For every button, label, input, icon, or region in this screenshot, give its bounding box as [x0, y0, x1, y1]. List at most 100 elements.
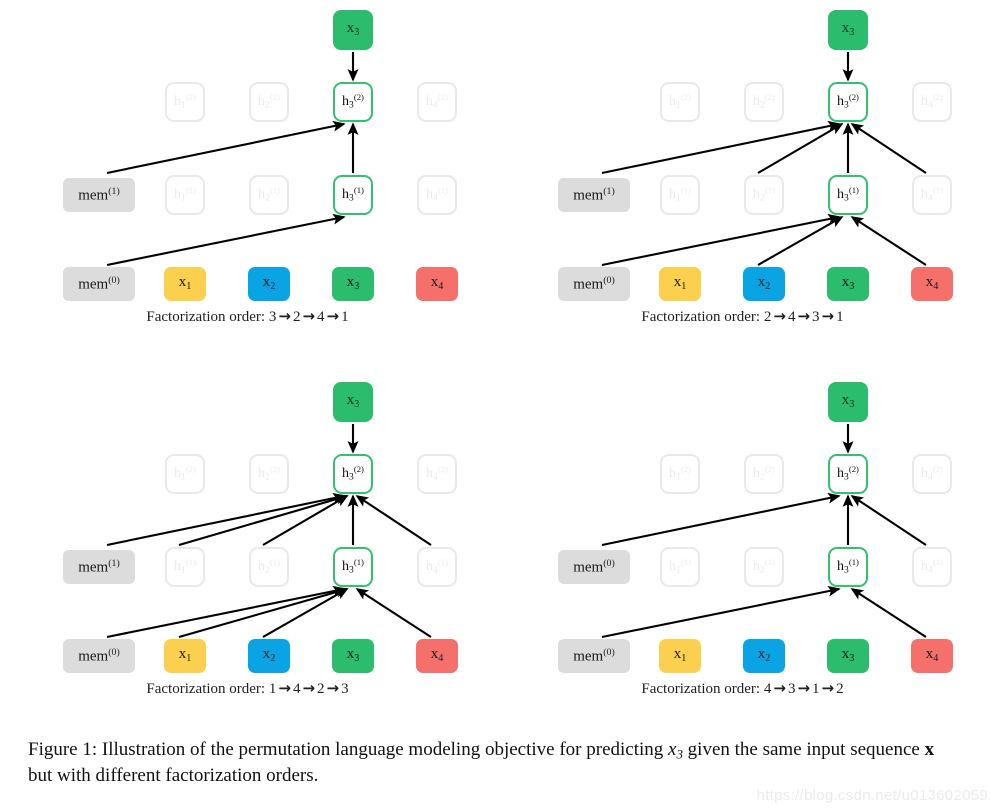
output-node-x3-label: x3	[841, 392, 855, 411]
memory-node-lower-label: mem(0)	[78, 646, 120, 665]
arrow-canvas	[106, 52, 359, 267]
hidden-node-layer1-2-label: h2(1)	[753, 184, 775, 204]
attention-arrow	[757, 123, 844, 174]
caption-prefix: Figure 1: Illustration of the permutatio…	[28, 739, 669, 760]
attention-arrow	[850, 123, 927, 174]
attention-arrow	[106, 213, 346, 267]
token-node-x3: x3	[827, 639, 869, 673]
token-node-x2-label: x2	[757, 646, 771, 665]
hidden-node-layer1-3-label: h3(1)	[342, 556, 364, 576]
hidden-node-layer1-3: h3(1)	[828, 547, 868, 587]
order-step-1: 4	[763, 681, 772, 697]
hidden-node-layer1-4: h4(1)	[912, 547, 952, 587]
order-label: Factorization order:	[146, 309, 266, 325]
hidden-node-layer1-2: h2(1)	[744, 547, 784, 587]
token-node-x1: x1	[659, 639, 701, 673]
hidden-node-layer2-2: h2(2)	[744, 82, 784, 122]
order-step-2: 3	[787, 681, 796, 697]
order-arrow-icon: →	[278, 679, 291, 697]
token-node-x2: x2	[248, 639, 290, 673]
token-node-x3: x3	[827, 267, 869, 301]
hidden-node-layer2-4-label: h4(2)	[921, 463, 943, 483]
hidden-node-layer2-4-label: h4(2)	[921, 91, 943, 111]
order-arrow-icon: →	[821, 679, 835, 697]
token-node-x4-label: x4	[925, 646, 939, 665]
arrow-canvas	[106, 424, 432, 639]
token-node-x3-label: x3	[841, 274, 855, 293]
hidden-node-layer2-2-label: h2(2)	[258, 463, 280, 483]
hidden-node-layer2-1-label: h1(2)	[174, 463, 196, 483]
hidden-node-layer2-4: h4(2)	[417, 454, 457, 494]
attention-arrow	[601, 585, 841, 639]
order-arrow-icon: →	[797, 307, 811, 325]
hidden-node-layer2-3: h3(2)	[828, 454, 868, 494]
token-node-x1: x1	[164, 267, 206, 301]
attention-arrow	[601, 213, 841, 267]
memory-node-upper: mem(1)	[63, 550, 135, 584]
order-arrow-icon: →	[302, 307, 316, 325]
attention-arrow	[355, 495, 432, 546]
token-node-x1-label: x1	[178, 646, 192, 665]
attention-arrow	[262, 495, 349, 546]
hidden-node-layer2-4-label: h4(2)	[426, 463, 448, 483]
token-node-x3: x3	[332, 639, 374, 673]
token-node-x4-label: x4	[925, 274, 939, 293]
hidden-node-layer1-2: h2(1)	[249, 547, 289, 587]
hidden-node-layer2-3-label: h3(2)	[837, 463, 859, 483]
attention-arrow	[850, 588, 927, 638]
hidden-node-layer1-4-label: h4(1)	[921, 184, 943, 204]
token-node-x4-label: x4	[430, 274, 444, 293]
order-step-1: 2	[763, 309, 772, 325]
token-node-x4: x4	[911, 639, 953, 673]
hidden-node-layer2-4: h4(2)	[912, 454, 952, 494]
token-node-x1-label: x1	[673, 274, 687, 293]
hidden-node-layer2-2: h2(2)	[249, 82, 289, 122]
order-step-4: 1	[341, 309, 349, 325]
hidden-node-layer2-3-label: h3(2)	[342, 463, 364, 483]
hidden-node-layer2-2-label: h2(2)	[258, 91, 280, 111]
order-step-3: 4	[317, 309, 325, 325]
order-step-4: 1	[836, 309, 844, 325]
order-step-3: 2	[317, 681, 325, 697]
order-step-3: 3	[812, 309, 820, 325]
output-node-x3: x3	[333, 10, 373, 50]
attention-arrow	[850, 495, 927, 546]
hidden-node-layer2-3-label: h3(2)	[342, 91, 364, 111]
memory-node-lower-label: mem(0)	[573, 646, 615, 665]
hidden-node-layer2-1-label: h1(2)	[174, 91, 196, 111]
order-step-2: 4	[292, 681, 301, 697]
order-arrow-icon: →	[326, 679, 340, 697]
hidden-node-layer1-2-label: h2(1)	[258, 184, 280, 204]
output-node-x3: x3	[333, 382, 373, 422]
order-arrow-icon: →	[278, 307, 291, 325]
token-node-x2: x2	[248, 267, 290, 301]
hidden-node-layer1-3-label: h3(1)	[837, 184, 859, 204]
hidden-node-layer2-4-label: h4(2)	[426, 91, 448, 111]
hidden-node-layer1-4: h4(1)	[912, 175, 952, 215]
order-step-2: 4	[787, 309, 796, 325]
hidden-node-layer1-1: h1(1)	[660, 175, 700, 215]
memory-node-upper: mem(0)	[558, 550, 630, 584]
order-arrow-icon: →	[302, 679, 316, 697]
memory-node-upper: mem(1)	[63, 178, 135, 212]
token-node-x2-label: x2	[262, 646, 276, 665]
token-node-x2-label: x2	[757, 274, 771, 293]
output-node-x3: x3	[828, 382, 868, 422]
output-node-x3-label: x3	[841, 20, 855, 39]
token-node-x1-label: x1	[178, 274, 192, 293]
hidden-node-layer2-2: h2(2)	[744, 454, 784, 494]
factorization-order-caption: Factorization order: 1→4→2→3	[0, 679, 495, 698]
order-arrow-icon: →	[773, 679, 786, 697]
token-node-x1: x1	[659, 267, 701, 301]
hidden-node-layer2-4: h4(2)	[912, 82, 952, 122]
token-node-x4-label: x4	[430, 646, 444, 665]
hidden-node-layer1-3: h3(1)	[333, 547, 373, 587]
factorization-order-caption: Factorization order: 4→3→1→2	[495, 679, 990, 698]
token-node-x3: x3	[332, 267, 374, 301]
hidden-node-layer1-1: h1(1)	[165, 175, 205, 215]
token-node-x3-label: x3	[346, 274, 360, 293]
attention-arrow	[850, 216, 927, 266]
memory-node-lower: mem(0)	[558, 639, 630, 673]
